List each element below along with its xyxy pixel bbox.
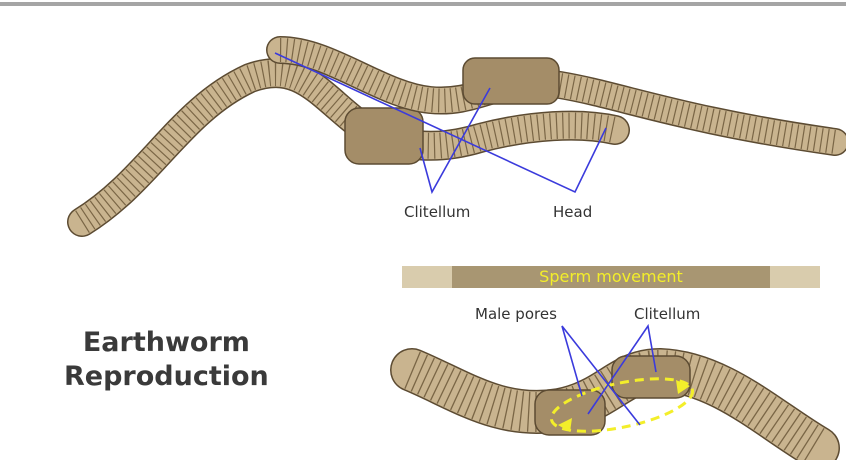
label-clitellum-bottom: Clitellum	[634, 305, 701, 323]
title-line-1: Earthworm	[82, 327, 250, 358]
worm-top-left	[67, 58, 630, 237]
worm-bottom	[390, 347, 840, 460]
pointer-lines-bottom	[561, 323, 657, 426]
sperm-path-arrow	[549, 377, 695, 433]
label-male-pores: Male pores	[475, 305, 557, 323]
sperm-movement-label: Sperm movement	[452, 266, 770, 288]
clitellum-right	[462, 57, 560, 105]
title-line-2: Reproduction	[64, 361, 269, 392]
top-border	[0, 2, 846, 6]
clitellum-left	[344, 107, 424, 165]
pointer-lines-top	[274, 52, 607, 195]
label-clitellum-top: Clitellum	[404, 203, 471, 221]
page-title: Earthworm Reproduction	[64, 326, 269, 394]
sperm-movement-bar: Sperm movement	[402, 266, 820, 288]
label-head: Head	[553, 203, 593, 221]
